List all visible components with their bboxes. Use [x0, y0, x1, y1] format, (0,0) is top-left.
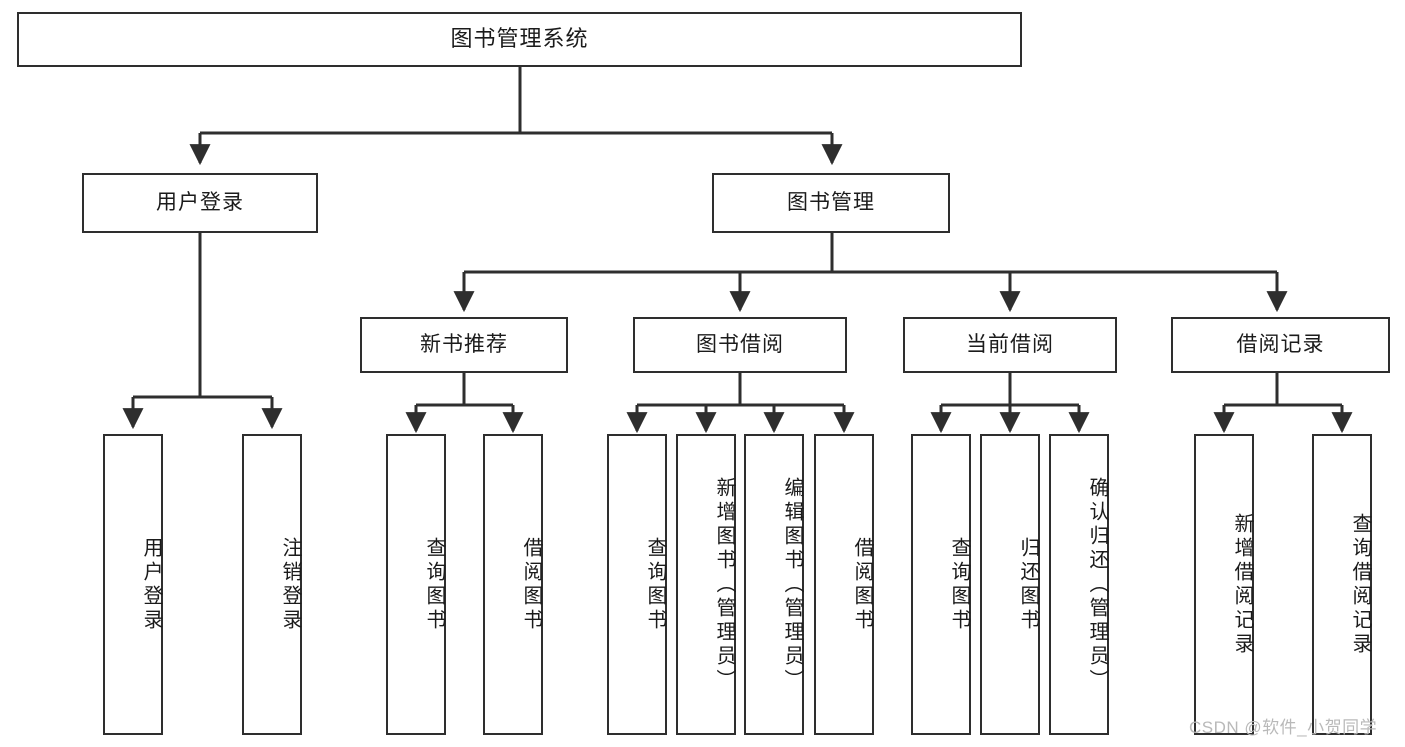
- node-label: 图书管理: [787, 191, 875, 215]
- node-current-borrow[interactable]: 当前借阅: [903, 317, 1117, 373]
- leaf-query-book-recommend[interactable]: 查询图书: [386, 434, 446, 735]
- node-label: 图书借阅: [696, 333, 784, 357]
- node-book-management[interactable]: 图书管理: [712, 173, 950, 233]
- node-label: 借阅记录: [1236, 333, 1325, 357]
- leaf-confirm-return-admin[interactable]: 确认归还（管理员）: [1049, 434, 1109, 735]
- leaf-return-book[interactable]: 归还图书: [980, 434, 1040, 735]
- node-root-book-management-system[interactable]: 图书管理系统: [17, 12, 1022, 67]
- node-label: 当前借阅: [966, 333, 1054, 357]
- node-new-book-recommend[interactable]: 新书推荐: [360, 317, 568, 373]
- node-label: 查询图书: [644, 536, 666, 633]
- node-label: 查询图书: [423, 536, 445, 633]
- leaf-query-book-current[interactable]: 查询图书: [911, 434, 971, 735]
- node-label: 注销登录: [279, 536, 301, 633]
- node-label: 用户登录: [140, 536, 162, 633]
- node-label: 编辑图书（管理员）: [781, 476, 803, 693]
- leaf-borrow-book[interactable]: 借阅图书: [814, 434, 874, 735]
- node-label: 确认归还（管理员）: [1086, 476, 1108, 693]
- node-borrow-record[interactable]: 借阅记录: [1171, 317, 1390, 373]
- node-label: 新书推荐: [420, 333, 508, 357]
- node-label: 借阅图书: [520, 536, 542, 633]
- node-label: 归还图书: [1017, 536, 1039, 633]
- node-label: 新增借阅记录: [1231, 512, 1253, 657]
- leaf-edit-book-admin[interactable]: 编辑图书（管理员）: [744, 434, 804, 735]
- node-label: 查询借阅记录: [1349, 512, 1371, 657]
- node-label: 新增图书（管理员）: [713, 476, 735, 693]
- node-book-borrow[interactable]: 图书借阅: [633, 317, 847, 373]
- node-label: 用户登录: [156, 191, 244, 215]
- leaf-borrow-book-recommend[interactable]: 借阅图书: [483, 434, 543, 735]
- csdn-watermark: CSDN @软件_小贺同学: [1189, 718, 1378, 737]
- leaf-query-book-borrow[interactable]: 查询图书: [607, 434, 667, 735]
- leaf-logout-login[interactable]: 注销登录: [242, 434, 302, 735]
- leaf-user-login[interactable]: 用户登录: [103, 434, 163, 735]
- leaf-add-borrow-record[interactable]: 新增借阅记录: [1194, 434, 1254, 735]
- node-label: 图书管理系统: [450, 26, 589, 52]
- node-user-login[interactable]: 用户登录: [82, 173, 318, 233]
- leaf-add-book-admin[interactable]: 新增图书（管理员）: [676, 434, 736, 735]
- leaf-query-borrow-record[interactable]: 查询借阅记录: [1312, 434, 1372, 735]
- node-label: 借阅图书: [851, 536, 873, 633]
- node-label: 查询图书: [948, 536, 970, 633]
